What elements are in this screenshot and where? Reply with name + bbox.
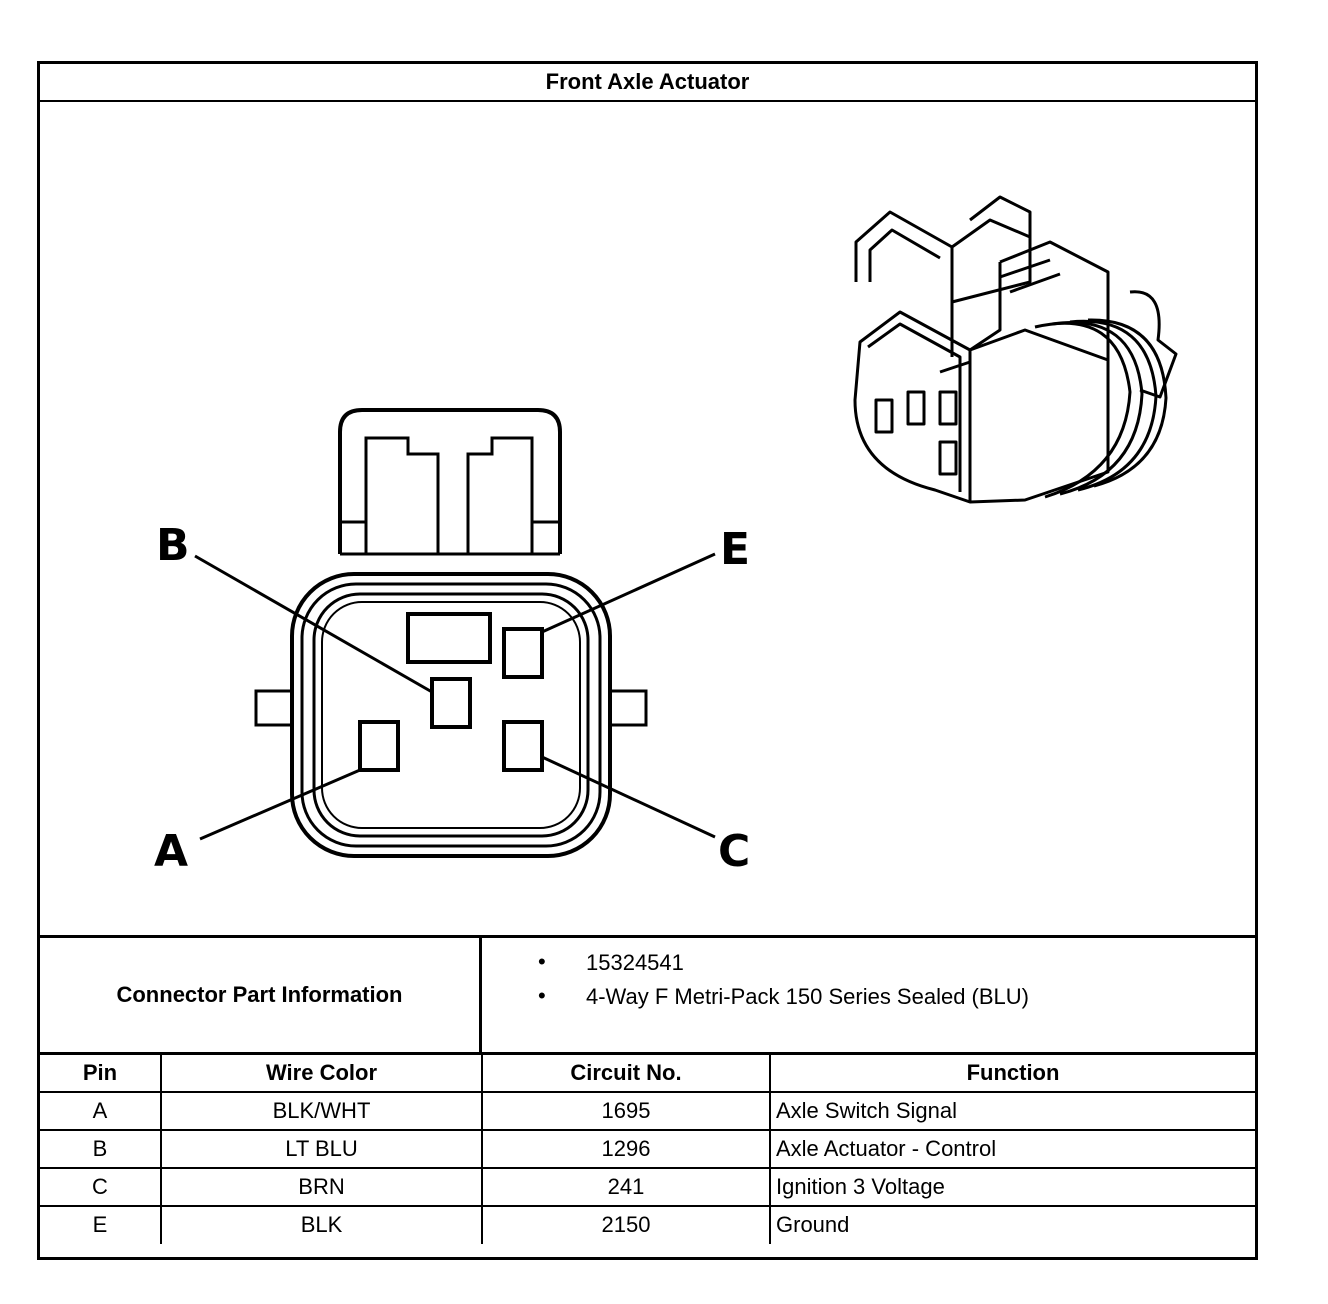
cell-circuit-no: 1695 — [481, 1090, 771, 1131]
pin-label-c: C — [718, 826, 750, 877]
cell-pin: B — [40, 1128, 162, 1169]
table-row: E BLK 2150 Ground — [40, 1204, 1255, 1244]
connector-sheet: Front Axle Actuator — [37, 61, 1258, 1260]
header-wire-color: Wire Color — [160, 1052, 483, 1093]
cell-wire-color: LT BLU — [160, 1128, 483, 1169]
pin-label-e: E — [720, 524, 750, 575]
connector-face-view-icon — [194, 408, 716, 858]
header-function: Function — [769, 1052, 1255, 1093]
cell-pin: E — [40, 1204, 162, 1244]
header-circuit-no: Circuit No. — [481, 1052, 771, 1093]
table-row: B LT BLU 1296 Axle Actuator - Control — [40, 1128, 1255, 1169]
pin-table: Pin Wire Color Circuit No. Function A BL… — [40, 1052, 1255, 1244]
pin-label-b: B — [156, 520, 190, 571]
pin-label-a: A — [154, 826, 188, 877]
cell-circuit-no: 241 — [481, 1166, 771, 1207]
header-pin: Pin — [40, 1052, 162, 1093]
pin-table-header: Pin Wire Color Circuit No. Function — [40, 1052, 1255, 1093]
cell-circuit-no: 1296 — [481, 1128, 771, 1169]
cell-function: Axle Actuator - Control — [769, 1128, 1255, 1169]
cell-wire-color: BRN — [160, 1166, 483, 1207]
cell-pin: C — [40, 1166, 162, 1207]
table-row: C BRN 241 Ignition 3 Voltage — [40, 1166, 1255, 1207]
bullet-icon: • — [538, 983, 546, 1008]
sheet-title: Front Axle Actuator — [40, 64, 1255, 102]
cell-function: Ignition 3 Voltage — [769, 1166, 1255, 1207]
cell-wire-color: BLK/WHT — [160, 1090, 483, 1131]
bullet-icon: • — [538, 949, 546, 974]
cell-function: Ground — [769, 1204, 1255, 1244]
cell-circuit-no: 2150 — [481, 1204, 771, 1244]
connector-description: 4-Way F Metri-Pack 150 Series Sealed (BL… — [586, 984, 1029, 1009]
connector-diagram-area: B E A C — [40, 102, 1255, 935]
cell-function: Axle Switch Signal — [769, 1090, 1255, 1131]
part-number: 15324541 — [586, 950, 684, 975]
connector-isometric-icon — [853, 195, 1178, 504]
connector-info-row: Connector Part Information • 15324541 • … — [40, 935, 1255, 1052]
connector-info-label: Connector Part Information — [40, 938, 482, 1052]
cell-wire-color: BLK — [160, 1204, 483, 1244]
cell-pin: A — [40, 1090, 162, 1131]
connector-diagram: B E A C — [154, 195, 1178, 877]
table-row: A BLK/WHT 1695 Axle Switch Signal — [40, 1090, 1255, 1131]
connector-info-list: • 15324541 • 4-Way F Metri-Pack 150 Seri… — [482, 938, 1255, 1052]
